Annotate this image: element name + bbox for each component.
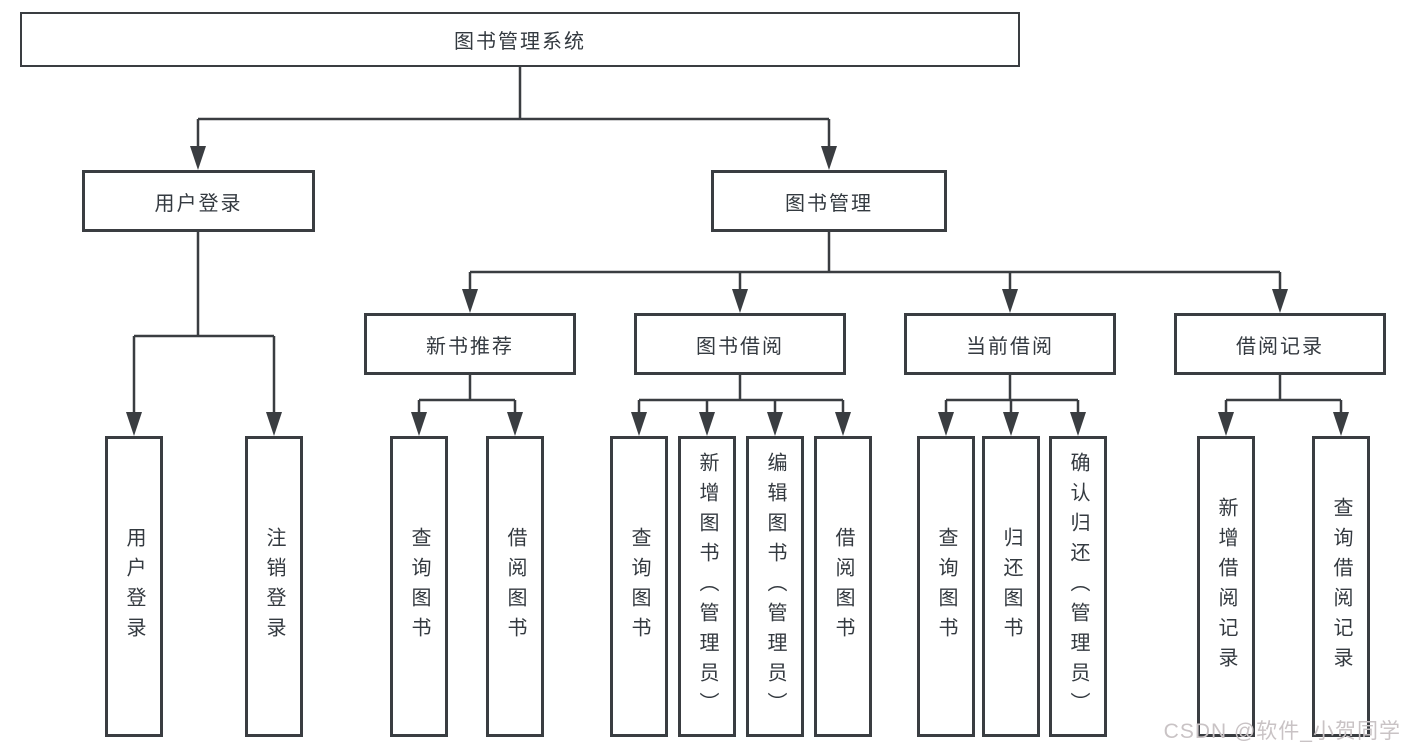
node-leaf-bb-borrow-label: 借阅图书 <box>832 526 854 647</box>
node-leaf-br-query: 查询借阅记录 <box>1312 436 1370 737</box>
node-leaf-bb-query-label: 查询图书 <box>628 526 650 647</box>
node-user-login-label: 用户登录 <box>154 192 243 215</box>
node-current-borrow-label: 当前借阅 <box>966 335 1054 358</box>
node-borrow-records-label: 借阅记录 <box>1236 335 1324 358</box>
node-new-book-rec-label: 新书推荐 <box>426 335 514 358</box>
node-book-mgmt: 图书管理 <box>711 170 947 232</box>
node-leaf-bb-add: 新增图书（管理员） <box>678 436 736 737</box>
node-user-login: 用户登录 <box>82 170 315 232</box>
node-leaf-cb-return-label: 归还图书 <box>1000 526 1022 647</box>
node-leaf-nb-borrow: 借阅图书 <box>486 436 544 737</box>
node-leaf-logout-label: 注销登录 <box>263 526 285 647</box>
node-leaf-cb-confirm-label: 确认归还（管理员） <box>1067 451 1089 722</box>
node-leaf-bb-edit-label: 编辑图书（管理员） <box>764 451 786 722</box>
node-leaf-bb-edit: 编辑图书（管理员） <box>746 436 804 737</box>
node-borrow-records: 借阅记录 <box>1174 313 1386 375</box>
node-leaf-nb-borrow-label: 借阅图书 <box>504 526 526 647</box>
node-current-borrow: 当前借阅 <box>904 313 1116 375</box>
node-leaf-nb-query: 查询图书 <box>390 436 448 737</box>
node-leaf-bb-borrow: 借阅图书 <box>814 436 872 737</box>
node-leaf-cb-query-label: 查询图书 <box>935 526 957 647</box>
node-book-mgmt-label: 图书管理 <box>785 192 873 215</box>
node-leaf-logout: 注销登录 <box>245 436 303 737</box>
node-leaf-br-add-label: 新增借阅记录 <box>1215 496 1237 677</box>
node-root: 图书管理系统 <box>20 12 1020 67</box>
node-book-borrow-label: 图书借阅 <box>696 335 784 358</box>
node-leaf-nb-query-label: 查询图书 <box>408 526 430 647</box>
node-leaf-user-login: 用户登录 <box>105 436 163 737</box>
node-leaf-cb-confirm: 确认归还（管理员） <box>1049 436 1107 737</box>
node-leaf-br-query-label: 查询借阅记录 <box>1330 496 1352 677</box>
node-leaf-br-add: 新增借阅记录 <box>1197 436 1255 737</box>
node-book-borrow: 图书借阅 <box>634 313 846 375</box>
node-new-book-rec: 新书推荐 <box>364 313 576 375</box>
watermark: CSDN @软件_小贺同学 <box>1163 720 1401 743</box>
node-leaf-bb-query: 查询图书 <box>610 436 668 737</box>
node-leaf-cb-query: 查询图书 <box>917 436 975 737</box>
arrowheads <box>126 146 1349 436</box>
node-leaf-bb-add-label: 新增图书（管理员） <box>696 451 718 722</box>
node-leaf-user-login-label: 用户登录 <box>123 526 145 647</box>
node-root-label: 图书管理系统 <box>454 31 586 53</box>
node-leaf-cb-return: 归还图书 <box>982 436 1040 737</box>
